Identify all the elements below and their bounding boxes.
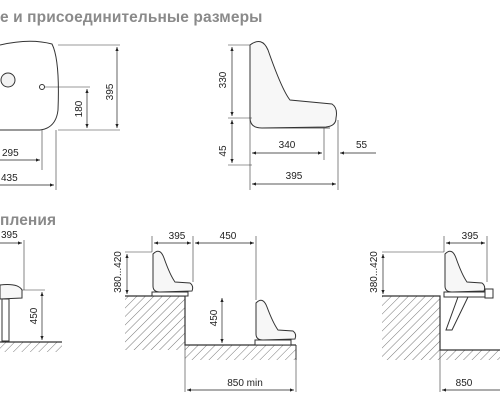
mount-floor-diagram <box>0 240 62 352</box>
seat-shape-upper <box>152 250 194 293</box>
seat-shape-riser <box>444 250 486 293</box>
cantilever-bracket <box>445 296 469 331</box>
riser-profile <box>382 295 500 351</box>
dim-label-45: 45 <box>218 145 229 157</box>
riser-hatch <box>382 296 500 360</box>
pedestal <box>1 298 10 342</box>
step-hatch <box>125 296 296 360</box>
mount-hole-small <box>39 84 45 90</box>
bracket-end <box>484 288 494 299</box>
dim-label-435: 435 <box>1 173 18 184</box>
dim-label-850-min: 850 min <box>227 378 263 389</box>
dim-label-180: 180 <box>74 100 85 117</box>
dim-label-395-riser: 395 <box>462 231 479 242</box>
dim-label-395-top: 395 <box>105 83 116 100</box>
section-heading-mounting: пления <box>0 212 57 229</box>
dim-label-850-riser: 850 <box>456 378 473 389</box>
dim-label-395-floor: 395 <box>1 230 18 241</box>
riser-seat-plate <box>443 291 490 298</box>
dim-label-395-step: 395 <box>169 231 186 242</box>
seat-profile <box>249 40 337 129</box>
dim-label-380-420-riser: 380...420 <box>369 251 380 293</box>
dim-label-295: 295 <box>2 148 19 159</box>
seat-shape-lower <box>255 299 297 341</box>
seat-side-view <box>249 40 337 129</box>
mount-riser-diagram <box>382 236 500 392</box>
dim-label-55: 55 <box>356 140 368 151</box>
lower-seat-bracket <box>254 339 292 346</box>
seat-outline-top <box>0 40 59 131</box>
dim-label-380-420-step: 380...420 <box>113 251 124 293</box>
dim-label-330: 330 <box>218 71 229 88</box>
dim-label-450-step-width: 450 <box>220 231 237 242</box>
seat-shape-floor <box>0 284 23 300</box>
seat-top-view <box>0 40 120 190</box>
dim-label-395-side: 395 <box>286 171 303 182</box>
dim-label-340: 340 <box>279 140 296 151</box>
mount-hole-large <box>0 72 16 88</box>
dim-label-450-floor: 450 <box>29 307 40 324</box>
section-heading-dimensions: е и присоединительные размеры <box>0 9 263 26</box>
mount-step-diagram <box>125 236 297 392</box>
upper-seat-bracket <box>151 291 189 297</box>
dim-label-450-riser: 450 <box>209 309 220 326</box>
floor-hatch-1 <box>0 342 62 352</box>
